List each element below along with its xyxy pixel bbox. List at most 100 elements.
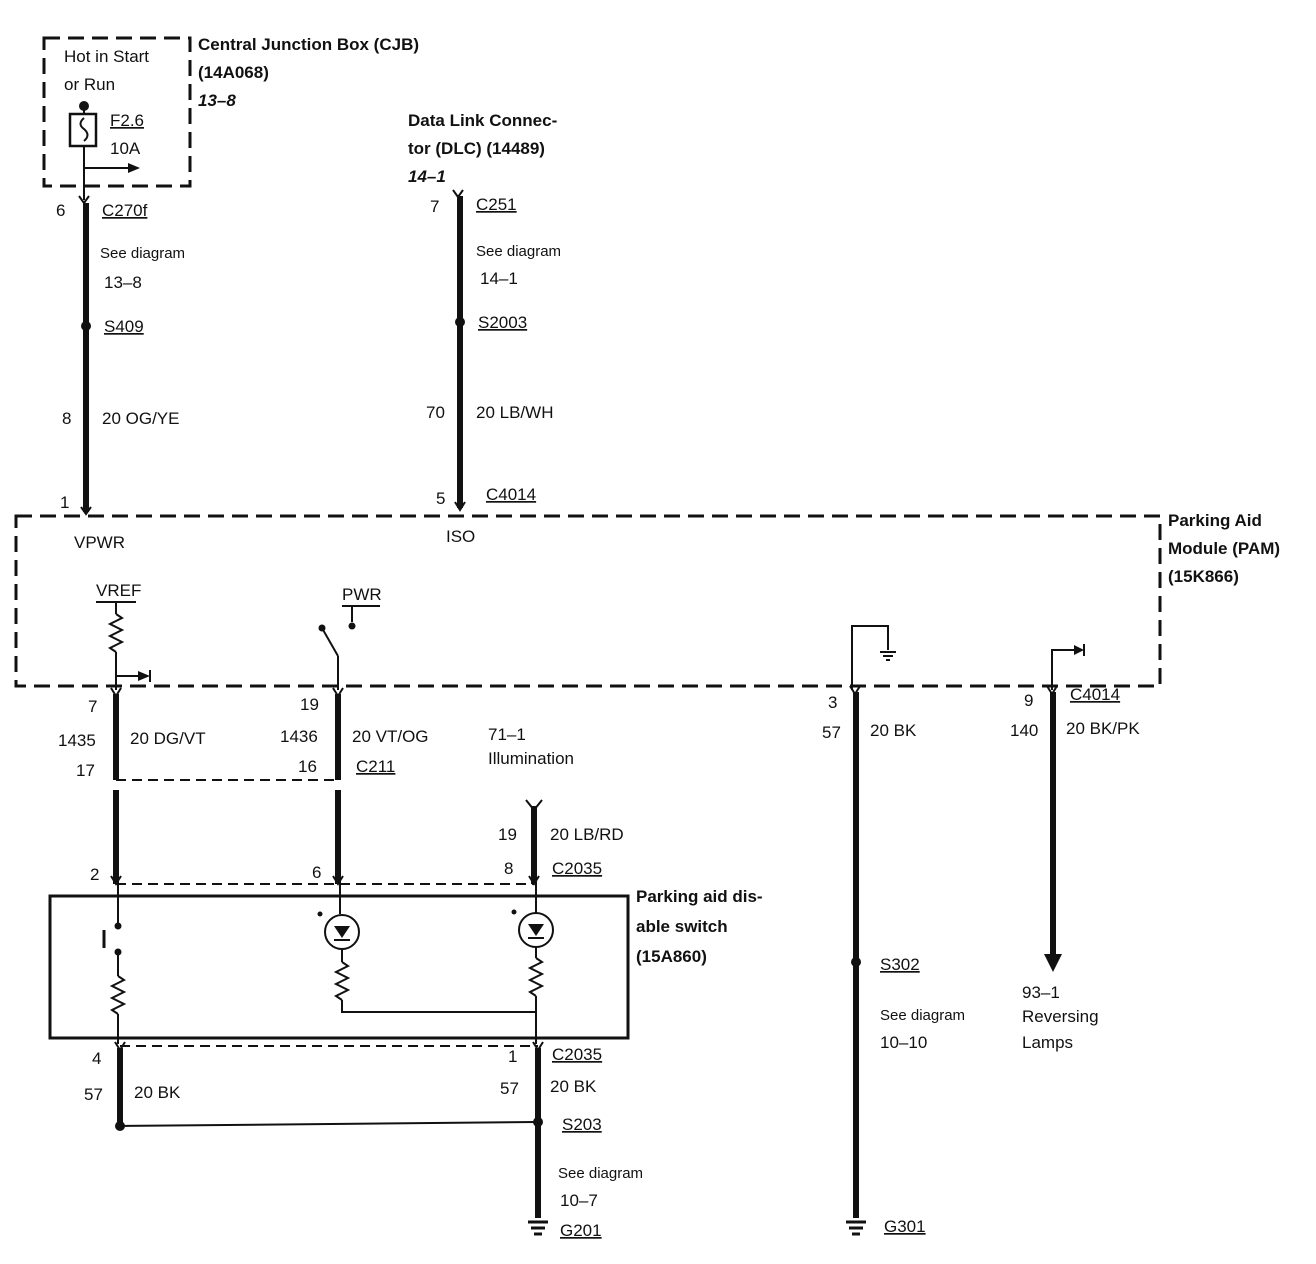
- pwr-pin-c211: 16: [298, 757, 317, 776]
- illum-circuit: 19: [498, 825, 517, 844]
- pwr-circuit: 1436: [280, 727, 318, 746]
- parking-aid-disable-switch: Parking aid dis- able switch (15A860): [48, 884, 763, 1044]
- rev-circuit: 140: [1010, 721, 1038, 740]
- pwr-pin-switch: 6: [312, 863, 321, 882]
- parking-aid-module: Parking Aid Module (PAM) (15K866) VPWR I…: [14, 511, 1280, 690]
- rev-ref: 93–1: [1022, 983, 1060, 1002]
- vref-resistor: [107, 613, 125, 653]
- splice-s409: [81, 321, 91, 331]
- fuse-rating: 10A: [110, 139, 141, 158]
- sw-gnd-right-pin: 1: [508, 1047, 517, 1066]
- dlc-conn-top: C251: [476, 195, 517, 214]
- cjb-title: Central Junction Box (CJB): [198, 35, 419, 54]
- wire-pwr: 19 1436 20 VT/OG 16 C211 6: [280, 687, 429, 886]
- rev-pin: 9: [1024, 691, 1033, 710]
- vref-pin-c211: 17: [76, 761, 95, 780]
- pam-vref: VREF: [96, 581, 141, 600]
- pam-title-line2: Module (PAM): [1168, 539, 1280, 558]
- cjb-see: See diagram: [100, 245, 185, 262]
- dlc-circuit: 70: [426, 403, 445, 422]
- cjb-outline: [42, 36, 192, 188]
- sw-gnd-right-gauge: 20 BK: [550, 1077, 597, 1096]
- pam-pwr: PWR: [342, 585, 382, 604]
- cjb-splice: S409: [104, 317, 144, 336]
- sw-gnd-left-circuit: 57: [84, 1085, 103, 1104]
- illum-gauge-color: 20 LB/RD: [550, 825, 624, 844]
- sw-gnd-right-circuit: 57: [500, 1079, 519, 1098]
- dlc-ref: 14–1: [408, 167, 446, 186]
- pwr-conn-c211: C211: [356, 757, 395, 776]
- sw-gnd-left-gauge: 20 BK: [134, 1083, 181, 1102]
- dlc-see-ref: 14–1: [480, 269, 518, 288]
- pam-gnd-circuit: 57: [822, 723, 841, 742]
- splice-s2003: [455, 317, 465, 327]
- led-resistor-icon-left: [333, 961, 351, 1001]
- wire-switch-ground: 4 57 20 BK 1 C2035 57 20 BK S203 See dia…: [84, 1041, 643, 1240]
- pam-gnd-pin: 3: [828, 693, 837, 712]
- illum-label: Illumination: [488, 749, 574, 768]
- rev-label-line2: Lamps: [1022, 1033, 1073, 1052]
- switch-part: (15A860): [636, 947, 707, 966]
- vref-pin-switch: 2: [90, 865, 99, 884]
- cjb-part: (14A068): [198, 63, 269, 82]
- pwr-pin-top: 19: [300, 695, 319, 714]
- pwr-gauge-color: 20 VT/OG: [352, 727, 429, 746]
- central-junction-box: Hot in Start or Run F2.6 10A Central Jun…: [42, 35, 419, 200]
- pam-part: (15K866): [1168, 567, 1239, 586]
- data-link-connector: Data Link Connec- tor (DLC) (14489) 14–1…: [408, 111, 561, 512]
- vref-circuit: 1435: [58, 731, 96, 750]
- pam-gnd-splice: S302: [880, 955, 920, 974]
- reversing-arrow-icon: [1044, 954, 1062, 972]
- sw-gnd-left-pin: 4: [92, 1049, 101, 1068]
- splice-s302: [851, 957, 861, 967]
- sw-gnd-see-ref: 10–7: [560, 1191, 598, 1210]
- cjb-hot-line2: or Run: [64, 75, 115, 94]
- dlc-title-line1: Data Link Connec-: [408, 111, 557, 130]
- wire-cjb-to-pam: 6 C270f See diagram 13–8 S409 8 20 OG/YE…: [56, 195, 185, 516]
- rev-conn: C4014: [1070, 685, 1120, 704]
- sw-gnd-see: See diagram: [558, 1165, 643, 1182]
- wire-vref: 7 1435 20 DG/VT 17 2: [58, 687, 206, 886]
- dlc-splice: S2003: [478, 313, 527, 332]
- pam-gnd-see-ref: 10–10: [880, 1033, 927, 1052]
- dlc-see: See diagram: [476, 243, 561, 260]
- wire-illumination: 71–1 Illumination 19 20 LB/RD 8 C2035: [488, 725, 624, 886]
- connector-c251: [452, 189, 464, 199]
- sw-gnd-splice: S203: [562, 1115, 602, 1134]
- switch-title-line1: Parking aid dis-: [636, 887, 763, 906]
- illum-ref: 71–1: [488, 725, 526, 744]
- pam-gnd-gauge-color: 20 BK: [870, 721, 917, 740]
- cjb-pin-bottom: 1: [60, 493, 69, 512]
- pam-iso: ISO: [446, 527, 475, 546]
- rev-label-line1: Reversing: [1022, 1007, 1099, 1026]
- splice-s203: [533, 1117, 543, 1127]
- illum-pin-switch: 8: [504, 859, 513, 878]
- switch-outline: [48, 894, 630, 1040]
- cjb-circuit: 8: [62, 409, 71, 428]
- dlc-title-line2: tor (DLC) (14489): [408, 139, 545, 158]
- dlc-gauge-color: 20 LB/WH: [476, 403, 553, 422]
- cjb-gauge-color: 20 OG/YE: [102, 409, 179, 428]
- ground-g201: G201: [560, 1221, 602, 1240]
- dlc-pin-top: 7: [430, 197, 439, 216]
- fuse-label: F2.6: [110, 111, 144, 130]
- pwr-switch: [321, 627, 339, 657]
- cjb-hot-line1: Hot in Start: [64, 47, 149, 66]
- switch-resistor-icon: [109, 975, 127, 1015]
- dlc-pin-bottom: 5: [436, 489, 445, 508]
- dlc-conn-bottom: C4014: [486, 485, 536, 504]
- cjb-see-ref: 13–8: [104, 273, 142, 292]
- pam-gnd-see: See diagram: [880, 1007, 965, 1024]
- cjb-pin-top: 6: [56, 201, 65, 220]
- cjb-conn-top: C270f: [102, 201, 148, 220]
- pam-vpwr: VPWR: [74, 533, 125, 552]
- pam-title-line1: Parking Aid: [1168, 511, 1262, 530]
- pam-outline: [14, 514, 1162, 688]
- vref-pin-top: 7: [88, 697, 97, 716]
- rev-gauge-color: 20 BK/PK: [1066, 719, 1140, 738]
- vref-gauge-color: 20 DG/VT: [130, 729, 206, 748]
- ground-g301: G301: [884, 1217, 926, 1236]
- led-resistor-icon-right: [527, 957, 545, 997]
- illum-conn: C2035: [552, 859, 602, 878]
